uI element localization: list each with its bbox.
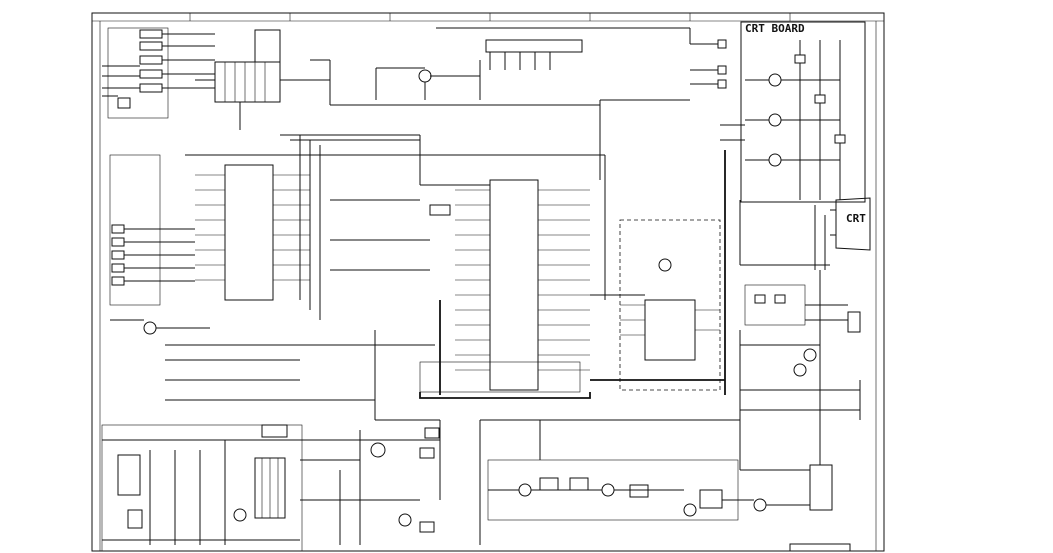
horizontal-drive <box>480 419 810 521</box>
tuner-input-block <box>102 27 215 119</box>
crt-label: CRT <box>846 212 866 225</box>
crt-board-label: CRT BOARD <box>745 22 805 35</box>
bus-lines <box>165 134 606 421</box>
sheet-border <box>91 12 885 552</box>
deflection-section <box>739 270 861 511</box>
regulator-section <box>285 420 481 545</box>
switch-ic <box>195 29 331 130</box>
power-supply <box>101 424 303 552</box>
main-jungle-ic <box>419 179 591 399</box>
crt-board: CRT BOARD <box>720 21 866 203</box>
crt-tube: CRT <box>739 197 871 270</box>
transistor-top <box>330 60 601 180</box>
ruler-ticks <box>189 13 791 21</box>
mcu-chip <box>109 154 310 335</box>
title-block <box>789 543 851 552</box>
top-connector <box>436 27 727 101</box>
audio-block <box>590 150 726 395</box>
